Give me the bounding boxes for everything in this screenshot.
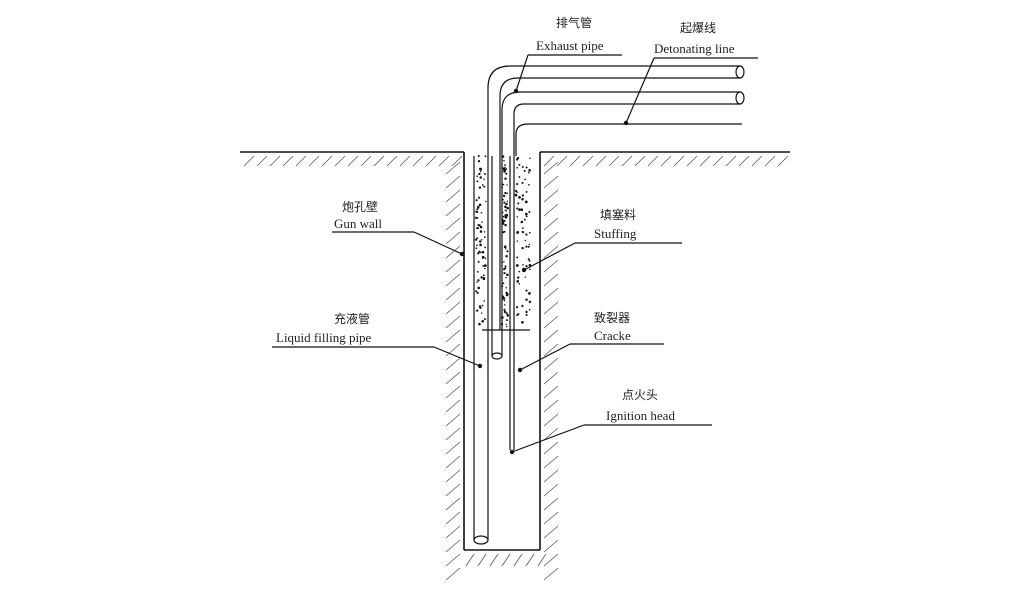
cracker bbox=[491, 156, 515, 450]
gun-wall-label-cn: 炮孔壁 bbox=[342, 199, 378, 214]
exhaust-pipe-label-en: Exhaust pipe bbox=[536, 38, 604, 53]
detonating-line bbox=[501, 91, 745, 156]
cracker-label-cn: 致裂器 bbox=[594, 311, 630, 325]
stuffing-label-en: Stuffing bbox=[594, 226, 637, 241]
cracker-label-en: Cracke bbox=[594, 328, 631, 343]
exhaust-pipe-label-cn: 排气管 bbox=[556, 15, 592, 30]
detonating-line-label-cn: 起爆线 bbox=[680, 21, 716, 35]
ignition-head-label-cn: 点火头 bbox=[622, 388, 658, 402]
stuffing-material bbox=[474, 154, 532, 328]
exhaust-pipe bbox=[487, 65, 745, 330]
liquid-filling-pipe bbox=[473, 156, 489, 545]
detonating-line-label-en: Detonating line bbox=[654, 41, 735, 56]
ground-hatching bbox=[243, 155, 789, 581]
gun-wall-label-en: Gun wall bbox=[334, 216, 382, 231]
borehole bbox=[463, 152, 541, 551]
liquid-filling-pipe-label-en: Liquid filling pipe bbox=[276, 330, 372, 345]
stuffing-label-cn: 填塞料 bbox=[600, 207, 636, 222]
ignition-head-label-en: Ignition head bbox=[606, 408, 675, 423]
liquid-filling-pipe-label-cn: 充液管 bbox=[334, 311, 370, 326]
leader-lines bbox=[272, 54, 758, 455]
